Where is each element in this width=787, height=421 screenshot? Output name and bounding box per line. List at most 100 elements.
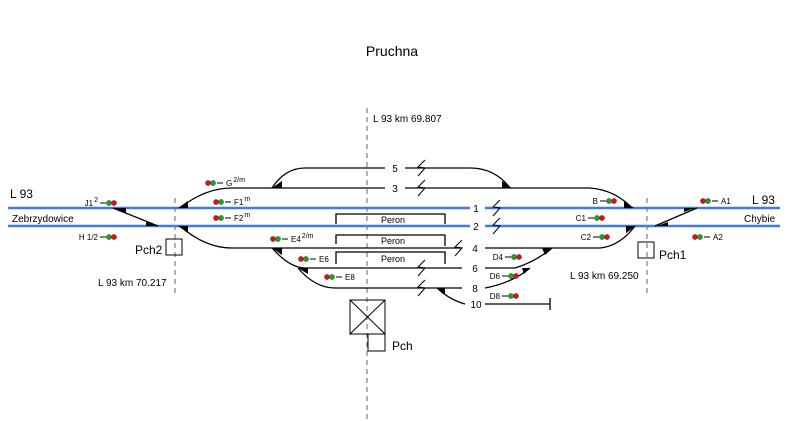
signal-label: F2m xyxy=(234,212,250,223)
left-km-label: L 93 km 70.217 xyxy=(98,278,167,289)
signal-lamp-green xyxy=(106,234,112,240)
track-3-left xyxy=(179,187,385,209)
signal-f1: F1m xyxy=(213,196,250,207)
signal-lamp-red xyxy=(298,256,304,262)
signal-g: G2/m xyxy=(205,177,245,188)
signal-label: G2/m xyxy=(226,177,245,188)
post-pch2-label: Pch2 xyxy=(135,243,163,257)
signal-lamp-red xyxy=(513,273,519,279)
track-number-2: 2 xyxy=(473,222,479,233)
signal-lamp-green xyxy=(210,180,216,186)
track-number-8: 8 xyxy=(472,284,478,295)
right-km-label: L 93 km 69.250 xyxy=(570,271,639,282)
signal-lamp-red xyxy=(611,198,617,204)
signal-lamp-red xyxy=(111,200,117,206)
track-5-left xyxy=(271,167,385,189)
track-4-left xyxy=(179,225,462,249)
signal-f2: F2m xyxy=(213,212,250,223)
platform-label-1: Peron xyxy=(381,215,405,225)
signal-lamp-green xyxy=(697,234,703,240)
signal-lamp-red xyxy=(205,180,211,186)
signal-lamp-red xyxy=(213,199,219,205)
axis-km-label: L 93 km 69.807 xyxy=(373,114,442,125)
signal-label: A2 xyxy=(713,233,723,242)
signal-lamp-green xyxy=(106,200,112,206)
lightning-icon xyxy=(416,159,426,177)
signal-lamp-red xyxy=(604,234,610,240)
platform-label-3: Peron xyxy=(381,254,405,264)
post-pch1-label: Pch1 xyxy=(659,248,687,262)
track-number-10: 10 xyxy=(470,300,482,311)
signal-lamp-red xyxy=(516,254,522,260)
right-crossover xyxy=(654,207,698,227)
platform-label-2: Peron xyxy=(381,236,405,246)
station-building xyxy=(349,299,386,352)
signal-d8: D8 xyxy=(490,292,519,301)
line-label-right: L 93 xyxy=(752,193,775,207)
lightning-icon xyxy=(491,199,501,217)
signal-c1: C1 xyxy=(576,214,605,223)
signal-label: C1 xyxy=(576,214,587,223)
lightning-icon xyxy=(453,239,463,257)
signal-a2: A2 xyxy=(692,233,723,242)
signal-lamp-red xyxy=(599,215,605,221)
signal-lamp-green xyxy=(511,254,517,260)
signal-e8: E8 xyxy=(324,273,355,282)
post-pch1-box xyxy=(637,241,655,259)
signal-c2: C2 xyxy=(581,233,610,242)
signal-lamp-red xyxy=(700,198,706,204)
signal-j1: J12 xyxy=(85,197,117,208)
station-post-label: Pch xyxy=(392,339,413,353)
signal-label: H 1/2 xyxy=(79,233,99,242)
track-number-1: 1 xyxy=(473,204,479,215)
signal-lamp-green xyxy=(594,215,600,221)
signal-lamp-green xyxy=(599,234,605,240)
signal-lamp-green xyxy=(218,199,224,205)
signal-label: E42/m xyxy=(291,233,314,244)
platforms xyxy=(335,213,446,264)
signal-lamp-green xyxy=(508,273,514,279)
signal-b: B xyxy=(593,197,617,206)
signal-lamp-green xyxy=(303,256,309,262)
signal-label: D4 xyxy=(493,253,504,262)
platform-3 xyxy=(335,251,446,264)
signal-label: J12 xyxy=(85,197,98,208)
signal-label: F1m xyxy=(234,196,250,207)
lightning-icon xyxy=(416,259,426,277)
signal-lamp-green xyxy=(218,215,224,221)
signal-label: A1 xyxy=(721,197,731,206)
post-pch2-box xyxy=(165,238,183,256)
signal-label: C2 xyxy=(581,233,592,242)
signal-h: H 1/2 xyxy=(79,233,117,242)
signal-lamp-red xyxy=(692,234,698,240)
signal-d4: D4 xyxy=(493,253,522,262)
signal-lamp-green xyxy=(329,274,335,280)
side-tracks xyxy=(112,167,698,310)
track-8-left xyxy=(297,267,462,289)
track-6-left xyxy=(271,247,462,269)
track-number-3: 3 xyxy=(392,184,398,195)
lightning-icon xyxy=(416,279,426,297)
signal-lamp-red xyxy=(513,293,519,299)
signal-lamp-green xyxy=(508,293,514,299)
track-number-6: 6 xyxy=(472,264,478,275)
signal-a1: A1 xyxy=(700,197,731,206)
signal-e4: E42/m xyxy=(270,233,314,244)
lightning-icon xyxy=(491,217,501,235)
signal-label: B xyxy=(593,197,598,206)
signal-label: E8 xyxy=(345,273,355,282)
switch-frogs xyxy=(115,181,695,294)
track-number-4: 4 xyxy=(472,244,478,255)
station-title: Pruchna xyxy=(366,43,418,59)
platform-2 xyxy=(335,234,446,246)
signal-lamp-red xyxy=(270,236,276,242)
track-5-right xyxy=(405,167,511,189)
signal-lamp-green xyxy=(606,198,612,204)
lightning-icon xyxy=(416,179,426,197)
direction-right: Chybie xyxy=(744,214,776,225)
signal-d6: D6 xyxy=(490,272,519,281)
left-crossover xyxy=(112,207,159,227)
signal-lamp-red xyxy=(213,215,219,221)
track-10-curve xyxy=(436,287,466,305)
